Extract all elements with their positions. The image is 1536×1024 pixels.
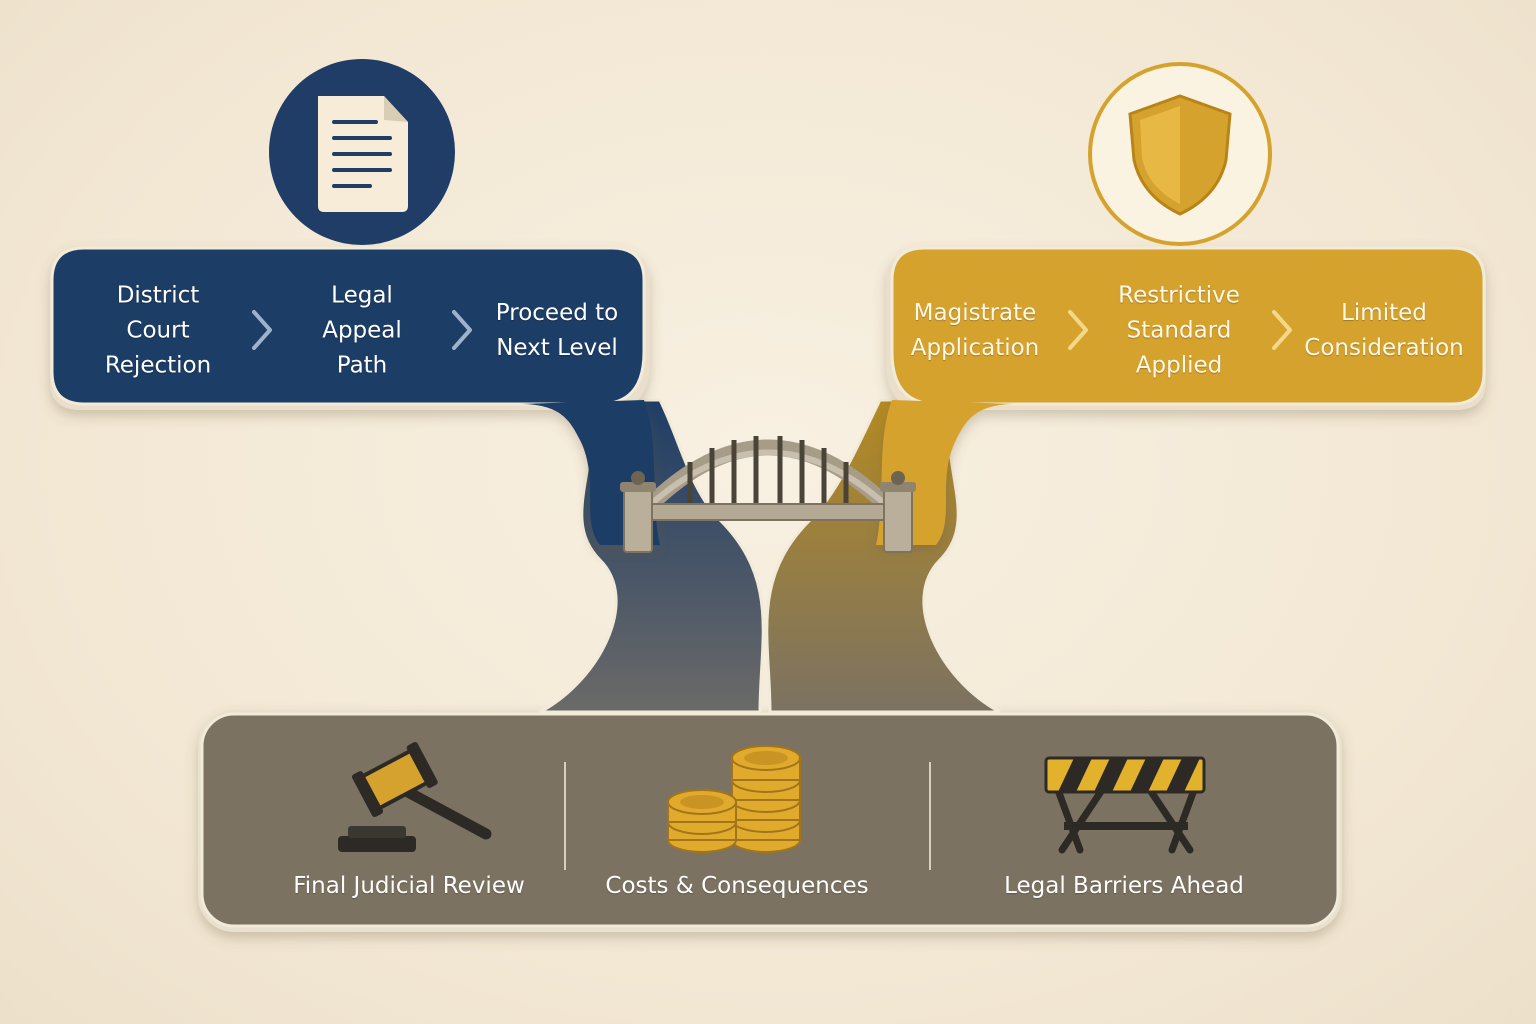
right-chevron-2 [1272, 310, 1292, 350]
right-step-1-label: Magistrate Application [910, 300, 1040, 361]
left-step-1-label: District Court Rejection [104, 282, 212, 379]
outcome-final-judicial-review-label: Final Judicial Review [293, 873, 525, 899]
left-chevron-2 [452, 310, 472, 350]
left-step-2-label: Legal Appeal Path [322, 282, 402, 379]
right-step-2-label: Restrictive Standard Applied [1118, 282, 1240, 379]
barricade-icon [1044, 756, 1206, 854]
right-chevron-1 [1068, 310, 1088, 350]
right-step-3-label: Limited Consideration [1304, 300, 1464, 361]
outcome-costs-consequences-label: Costs & Consequences [605, 873, 869, 899]
document-icon [269, 59, 455, 245]
gavel-icon [338, 742, 492, 852]
shield-icon [1088, 62, 1272, 246]
right-flow-panel [876, 246, 1486, 545]
left-chevron-1 [252, 310, 272, 350]
left-step-3-label: Proceed to Next Level [495, 300, 619, 361]
coins-icon [667, 745, 801, 853]
outcome-legal-barriers-label: Legal Barriers Ahead [1004, 873, 1244, 899]
bridge-icon [620, 436, 916, 553]
